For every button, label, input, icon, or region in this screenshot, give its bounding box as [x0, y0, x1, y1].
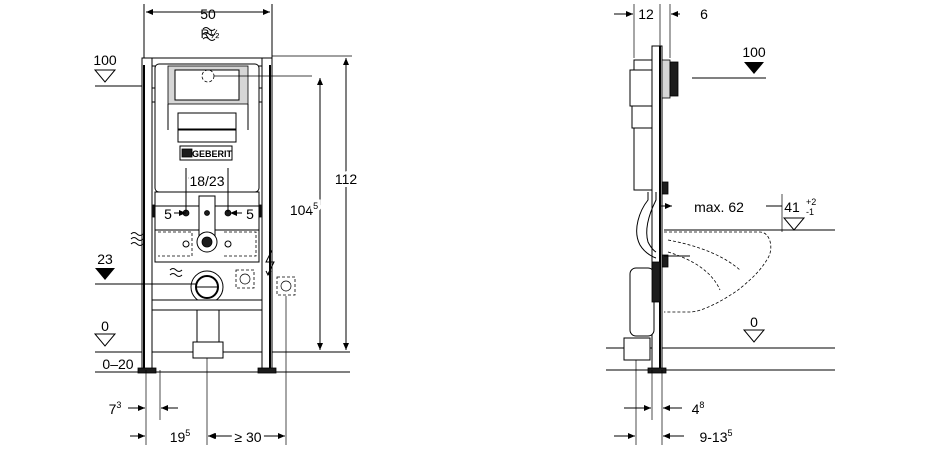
dim-19-5-label: 195 — [170, 428, 191, 445]
dim-width-50: 50 — [200, 6, 216, 22]
side-drain-bend — [623, 337, 651, 361]
level-0-label: 0 — [101, 318, 109, 334]
electrical-connection-icon — [265, 249, 275, 276]
wc-bowl-outline — [664, 231, 772, 313]
side-drain-pipe — [629, 267, 655, 337]
water-connection-icon-drain — [169, 268, 183, 277]
frame-foot-right — [257, 367, 277, 374]
side-view: 12 6 100 max. 62 41 +2 -1 0 48 9-135 — [606, 4, 835, 445]
height-104-5-label: 1045 — [290, 201, 318, 218]
side-actuator-plate — [661, 59, 671, 99]
side-dim-6: 6 — [700, 6, 708, 22]
dim-7-3-label: 73 — [109, 400, 122, 417]
drain-pipe — [196, 309, 220, 343]
offset-left-5: 5 — [164, 206, 172, 222]
side-cistern — [633, 127, 653, 191]
height-23-label: 23 — [97, 251, 113, 267]
side-dim-4-8-label: 48 — [692, 400, 705, 417]
dim-ge-30-label: ≥ 30 — [234, 429, 261, 445]
water-supply-icon — [202, 27, 216, 41]
electrical-box-front — [235, 269, 255, 289]
side-max-62-label: max. 62 — [694, 199, 744, 215]
electrical-box-side — [276, 276, 296, 296]
side-dim-12: 12 — [638, 6, 654, 22]
side-dim-41-tol-plus: +2 — [806, 197, 816, 207]
brand-plate — [179, 145, 233, 161]
side-height-100-label: 100 — [742, 44, 766, 60]
level-0-marker — [93, 333, 117, 347]
water-connection-icon-left — [130, 232, 144, 246]
side-level-0-label: 0 — [750, 314, 758, 330]
spacing-18-23-label: 18/23 — [189, 173, 224, 189]
range-0-20-label: 0–20 — [102, 356, 133, 372]
side-dim-41-label: 41 — [784, 199, 800, 215]
height-100-label: 100 — [93, 52, 117, 68]
side-level-0-marker — [742, 329, 766, 343]
front-view: GEBERIT — [93, 4, 360, 448]
side-height-41-marker — [782, 217, 806, 231]
side-dim-41-tol-minus: -1 — [806, 207, 814, 217]
frame-foot-left — [137, 367, 157, 374]
height-23-marker — [95, 268, 115, 280]
side-dim-9-13-5-label: 9-135 — [699, 428, 732, 445]
brand-plate-text: GEBERIT — [192, 149, 233, 159]
height-112-label: 112 — [335, 171, 358, 187]
pipe-thread-label: R½ — [201, 27, 220, 41]
height-100-marker — [93, 69, 117, 83]
offset-right-5: 5 — [246, 206, 254, 222]
side-height-100-marker — [744, 62, 764, 74]
frame-cross-rail — [151, 299, 263, 311]
drain-bend — [192, 341, 224, 359]
